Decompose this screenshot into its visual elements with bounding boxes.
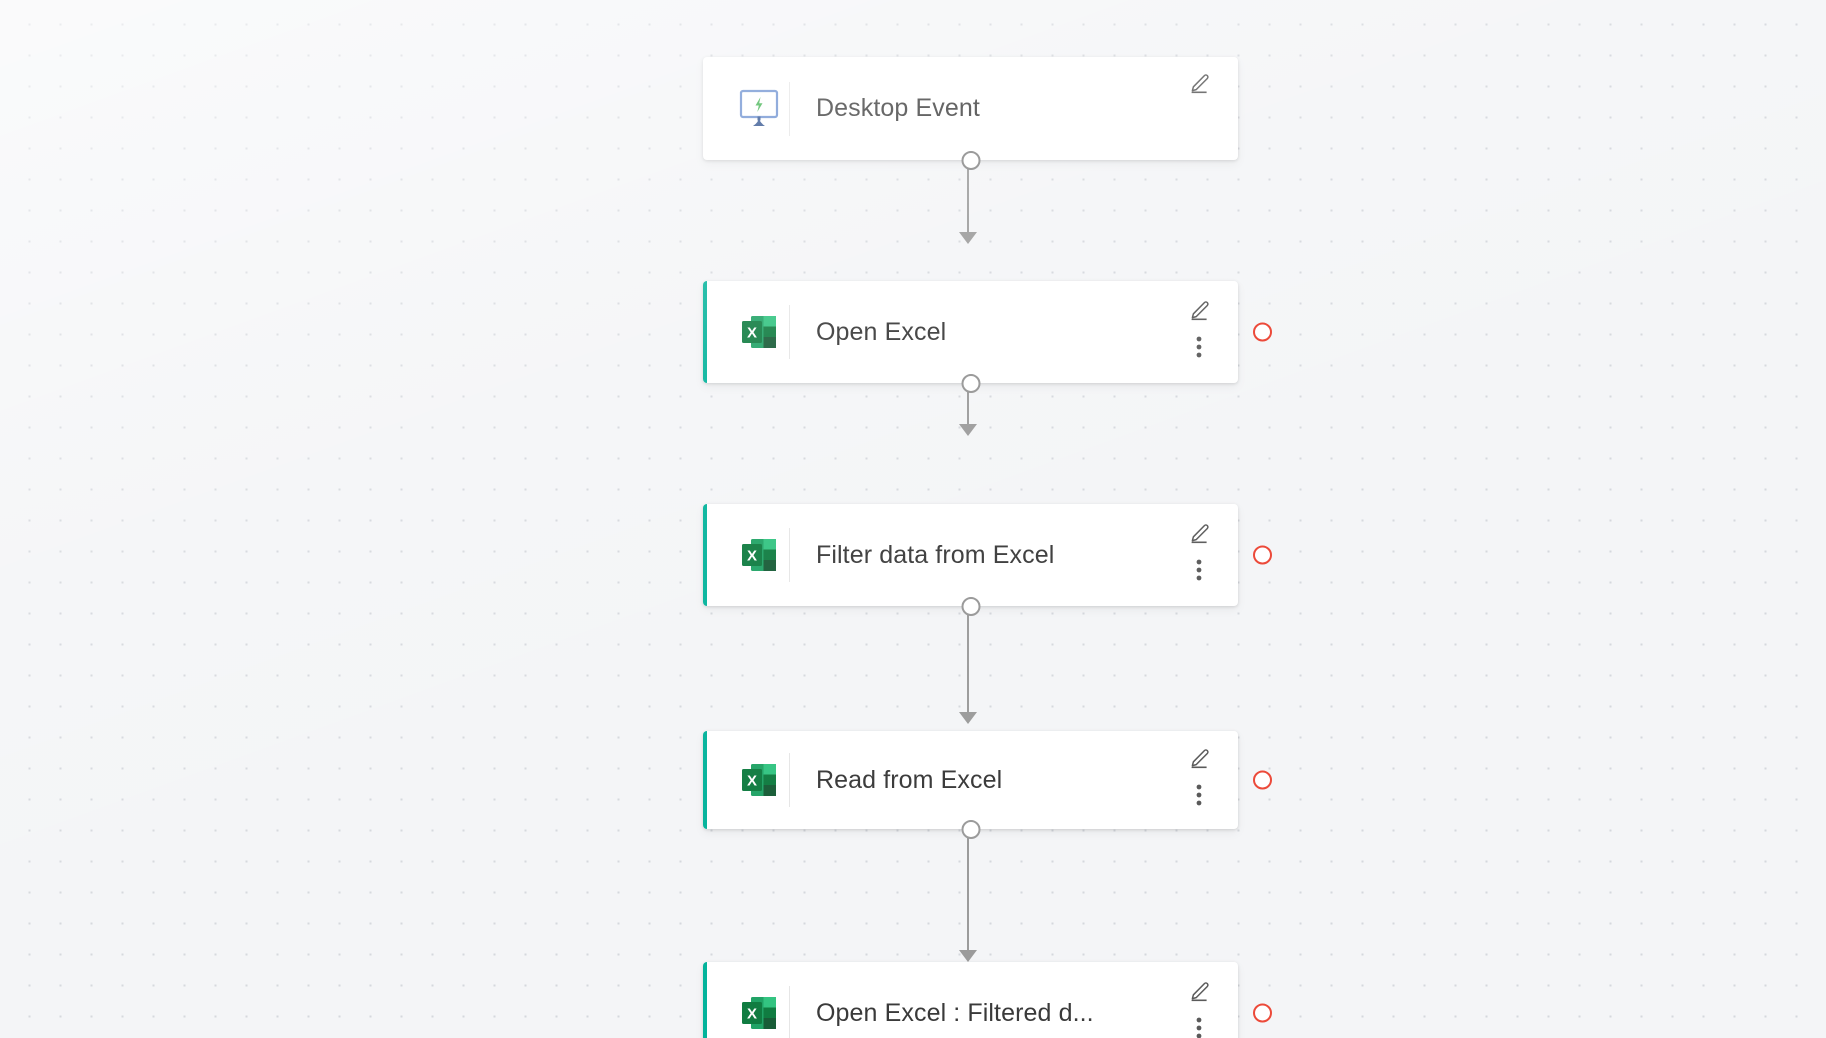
more-options-icon[interactable]	[1196, 1016, 1202, 1038]
node-actions	[1186, 504, 1212, 606]
node-output-port[interactable]	[961, 820, 980, 839]
edit-pencil-icon[interactable]	[1188, 300, 1210, 327]
more-options-icon[interactable]	[1196, 335, 1202, 364]
node-title: Open Excel : Filtered d...	[816, 998, 1094, 1027]
excel-icon: X	[731, 759, 787, 801]
excel-icon: X	[731, 992, 787, 1034]
node-accent-bar	[703, 504, 707, 606]
node-actions	[1186, 731, 1212, 829]
workflow-node-desktop-event[interactable]: Desktop Event	[703, 57, 1238, 170]
node-title: Desktop Event	[816, 94, 980, 122]
desktop-event-icon	[731, 89, 787, 129]
excel-icon: X	[731, 311, 787, 353]
node-error-port[interactable]	[1253, 770, 1272, 790]
edit-pencil-icon[interactable]	[1188, 73, 1210, 100]
node-title: Open Excel	[816, 317, 947, 346]
workflow-node-open-excel-filtered[interactable]: X Open Excel : Filtered d...	[703, 962, 1272, 1038]
edit-pencil-icon[interactable]	[1188, 748, 1210, 775]
connector-arrow-3	[959, 712, 977, 724]
svg-text:X: X	[747, 1006, 757, 1023]
edit-pencil-icon[interactable]	[1188, 523, 1210, 550]
node-output-port[interactable]	[961, 597, 980, 616]
workflow-node-open-excel[interactable]: X Open Excel	[703, 281, 1272, 393]
workflow-flow: Desktop Event	[703, 0, 1272, 1038]
node-error-port[interactable]	[1253, 1003, 1272, 1023]
svg-text:X: X	[747, 773, 757, 790]
connector-arrow-4	[959, 950, 977, 962]
node-accent-bar	[703, 731, 707, 829]
connector-line-1	[967, 160, 969, 238]
node-divider	[789, 528, 790, 582]
node-actions	[1186, 57, 1212, 160]
connector-arrow-1	[959, 232, 977, 244]
more-options-icon[interactable]	[1196, 783, 1202, 812]
node-divider	[789, 753, 790, 807]
workflow-node-filter-data-from-excel[interactable]: X Filter data from Excel	[703, 504, 1272, 616]
node-output-port[interactable]	[961, 374, 980, 393]
node-title: Read from Excel	[816, 765, 1003, 794]
node-divider	[789, 81, 790, 136]
node-actions	[1186, 281, 1212, 383]
node-accent-bar	[703, 281, 707, 383]
svg-text:X: X	[747, 325, 757, 342]
excel-icon: X	[731, 534, 787, 576]
connector-arrow-2	[959, 424, 977, 436]
node-title: Filter data from Excel	[816, 540, 1055, 569]
node-accent-bar	[703, 962, 707, 1038]
svg-text:X: X	[747, 548, 757, 565]
connector-line-2	[967, 383, 969, 428]
workflow-node-read-from-excel[interactable]: X Read from Excel	[703, 731, 1272, 839]
node-actions	[1186, 962, 1212, 1038]
node-divider	[789, 986, 790, 1038]
more-options-icon[interactable]	[1196, 558, 1202, 587]
node-divider	[789, 305, 790, 359]
connector-line-3	[967, 606, 969, 717]
node-error-port[interactable]	[1253, 545, 1272, 565]
connector-line-4	[967, 829, 969, 955]
edit-pencil-icon[interactable]	[1188, 981, 1210, 1008]
node-output-port[interactable]	[961, 151, 980, 170]
node-error-port[interactable]	[1253, 322, 1272, 342]
